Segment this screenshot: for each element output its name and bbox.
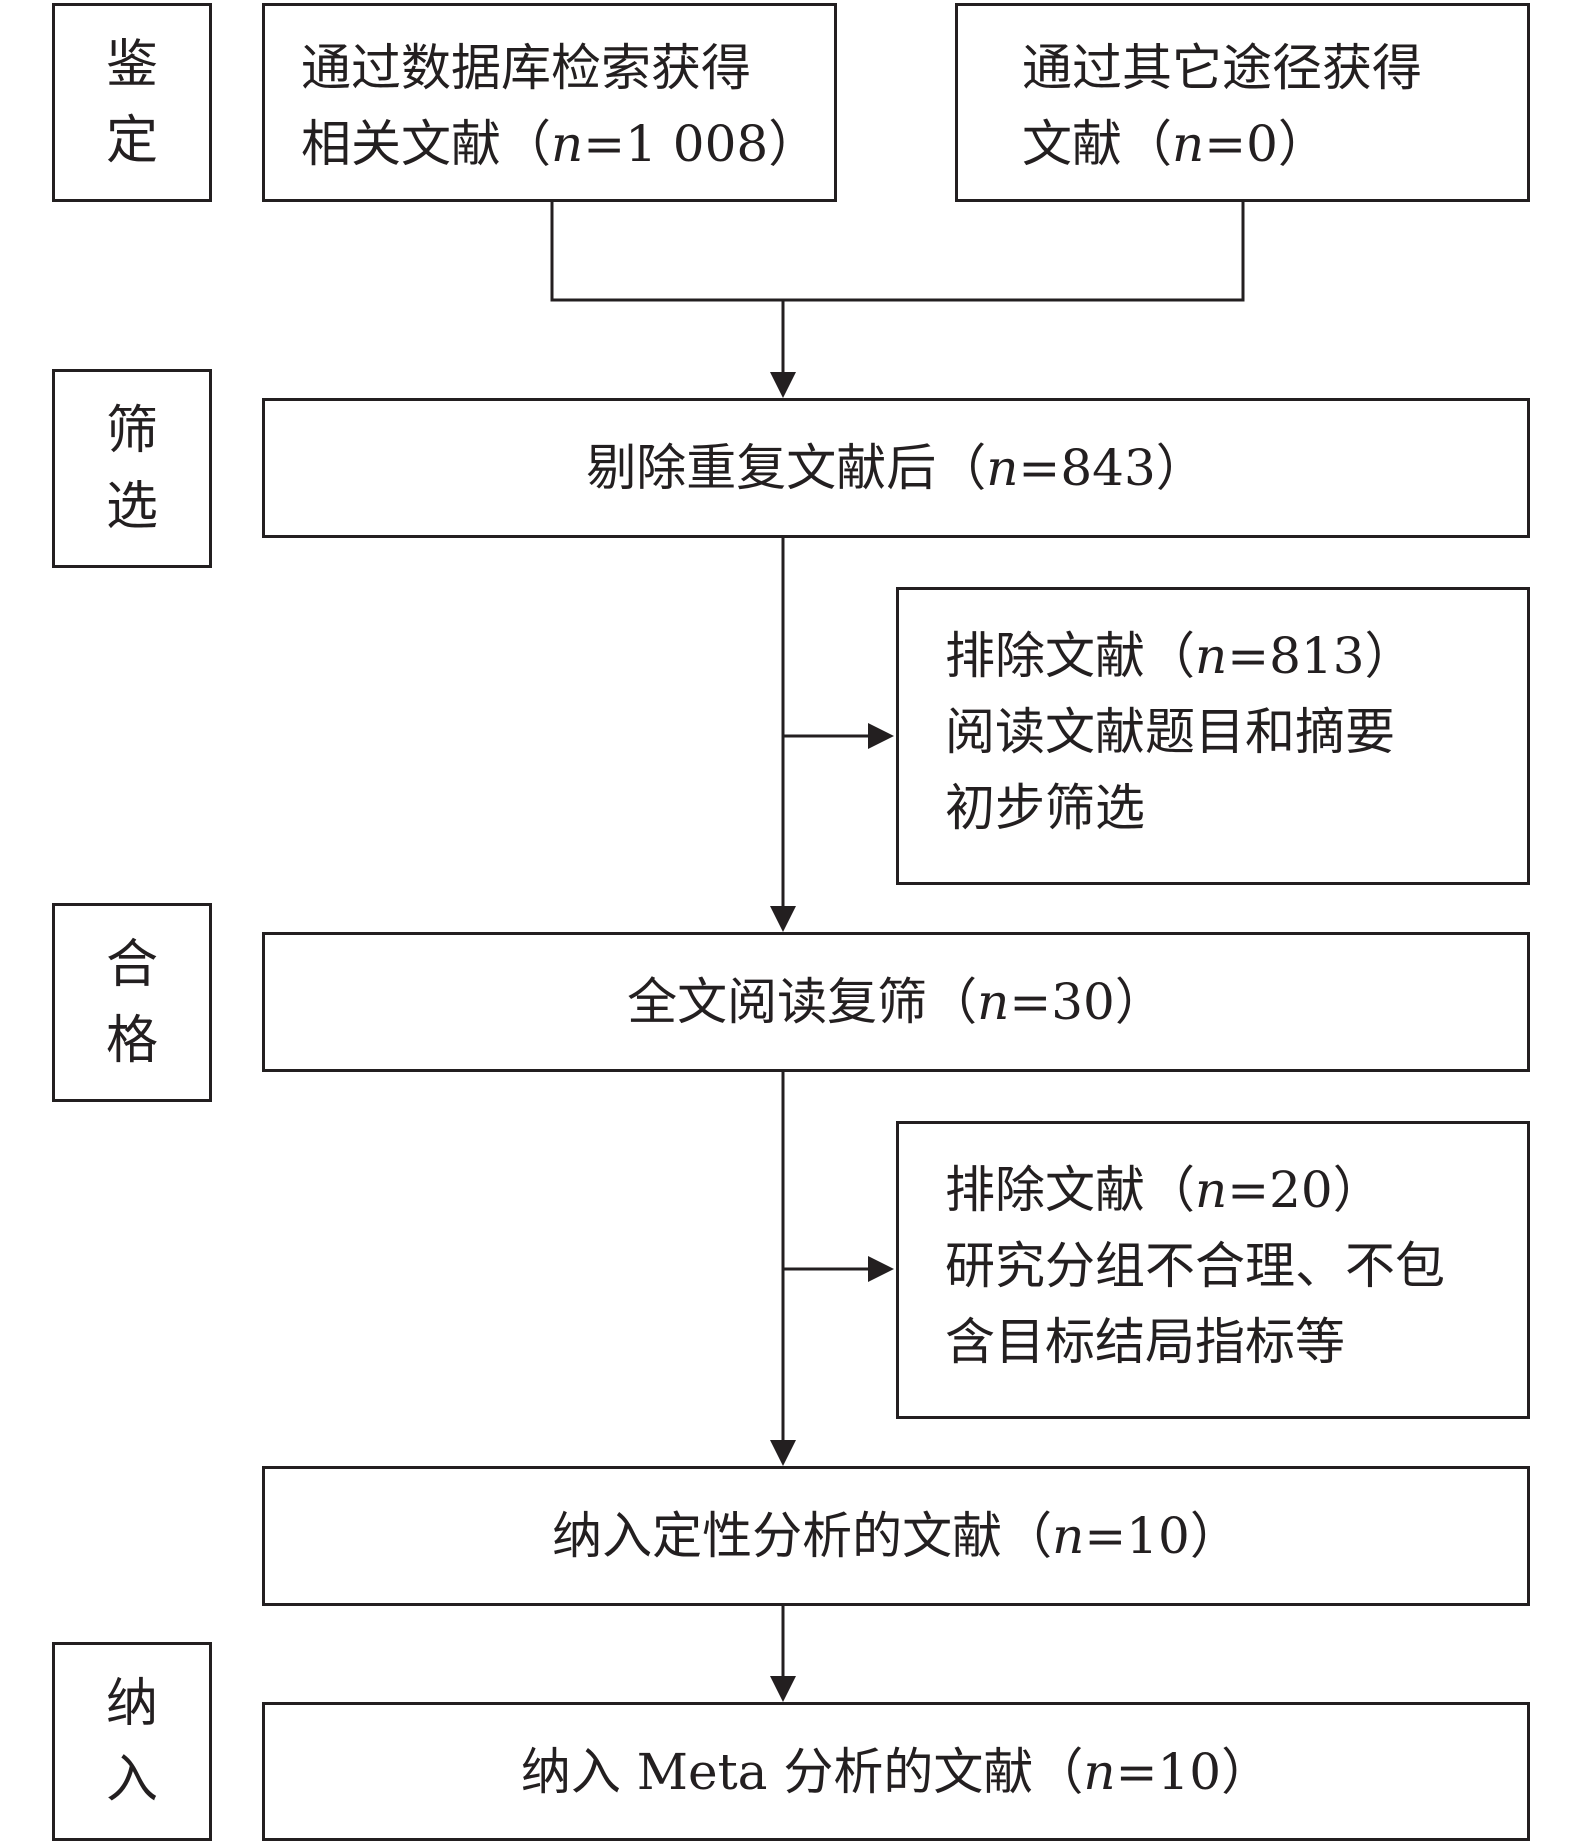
excluded-1-line-2: 阅读文献题目和摘要 bbox=[945, 703, 1395, 761]
stage-screening: 筛 选 bbox=[52, 369, 212, 568]
arrowhead-excluded-1 bbox=[868, 723, 894, 749]
n-label: n bbox=[977, 973, 1010, 1031]
n-label: n bbox=[1083, 1742, 1116, 1801]
n-label: n bbox=[1052, 1507, 1085, 1565]
excluded-2-line-1: 排除文献（n=20） bbox=[945, 1161, 1383, 1219]
stage-identification: 鉴 定 bbox=[52, 3, 212, 202]
stage-eligibility: 合 格 bbox=[52, 903, 212, 1102]
n-value: =30 bbox=[1009, 973, 1115, 1031]
n-label: n bbox=[1172, 115, 1205, 173]
database-search-line-2: 相关文献（n=1 008） bbox=[301, 115, 819, 173]
excluded-2-line-3: 含目标结局指标等 bbox=[945, 1313, 1345, 1371]
merge-connector bbox=[550, 202, 1245, 302]
node-excluded-2: 排除文献（n=20） 研究分组不合理、不包 含目标结局指标等 bbox=[896, 1121, 1530, 1419]
n-value: =10 bbox=[1115, 1742, 1222, 1801]
other-sources-line-2: 文献（n=0） bbox=[1022, 115, 1328, 173]
n-label: n bbox=[986, 439, 1019, 497]
n-label: n bbox=[1195, 627, 1228, 685]
node-after-dedup: 剔除重复文献后（n=843） bbox=[262, 398, 1530, 538]
stage-included-char-2: 入 bbox=[105, 1749, 158, 1810]
node-qualitative: 纳入定性分析的文献（n=10） bbox=[262, 1466, 1530, 1606]
arrowhead-dedup bbox=[770, 372, 796, 398]
n-value: =843 bbox=[1018, 439, 1156, 497]
stage-screening-char-1: 筛 bbox=[105, 400, 158, 461]
node-database-search: 通过数据库检索获得 相关文献（n=1 008） bbox=[262, 3, 837, 202]
arrowhead-qualitative bbox=[770, 1440, 796, 1466]
arrowhead-meta bbox=[770, 1676, 796, 1702]
stage-eligibility-char-2: 格 bbox=[105, 1010, 158, 1071]
n-value: =10 bbox=[1084, 1507, 1190, 1565]
arrowhead-excluded-2 bbox=[868, 1256, 894, 1282]
excluded-1-line-3: 初步筛选 bbox=[945, 779, 1145, 837]
other-sources-line-1: 通过其它途径获得 bbox=[1022, 39, 1422, 97]
node-other-sources: 通过其它途径获得 文献（n=0） bbox=[955, 3, 1530, 202]
n-value: =1 008 bbox=[583, 115, 769, 173]
arrowhead-fulltext bbox=[770, 906, 796, 932]
n-label: n bbox=[551, 115, 584, 173]
stage-included: 纳 入 bbox=[52, 1642, 212, 1841]
n-label: n bbox=[1195, 1161, 1228, 1219]
excluded-1-line-1: 排除文献（n=813） bbox=[945, 627, 1415, 685]
stage-screening-char-2: 选 bbox=[105, 476, 158, 537]
n-value: =813 bbox=[1227, 627, 1365, 685]
node-meta: 纳入 Meta 分析的文献（n=10） bbox=[262, 1702, 1530, 1841]
stage-identification-char-1: 鉴 bbox=[105, 34, 158, 95]
stage-included-char-1: 纳 bbox=[105, 1673, 158, 1734]
stage-eligibility-char-1: 合 bbox=[105, 934, 158, 995]
stage-identification-char-2: 定 bbox=[105, 110, 158, 171]
node-fulltext: 全文阅读复筛（n=30） bbox=[262, 932, 1530, 1072]
n-value: =20 bbox=[1227, 1161, 1333, 1219]
excluded-2-line-2: 研究分组不合理、不包 bbox=[945, 1237, 1445, 1295]
node-excluded-1: 排除文献（n=813） 阅读文献题目和摘要 初步筛选 bbox=[896, 587, 1530, 885]
n-value: =0 bbox=[1204, 115, 1278, 173]
database-search-line-1: 通过数据库检索获得 bbox=[301, 39, 751, 97]
